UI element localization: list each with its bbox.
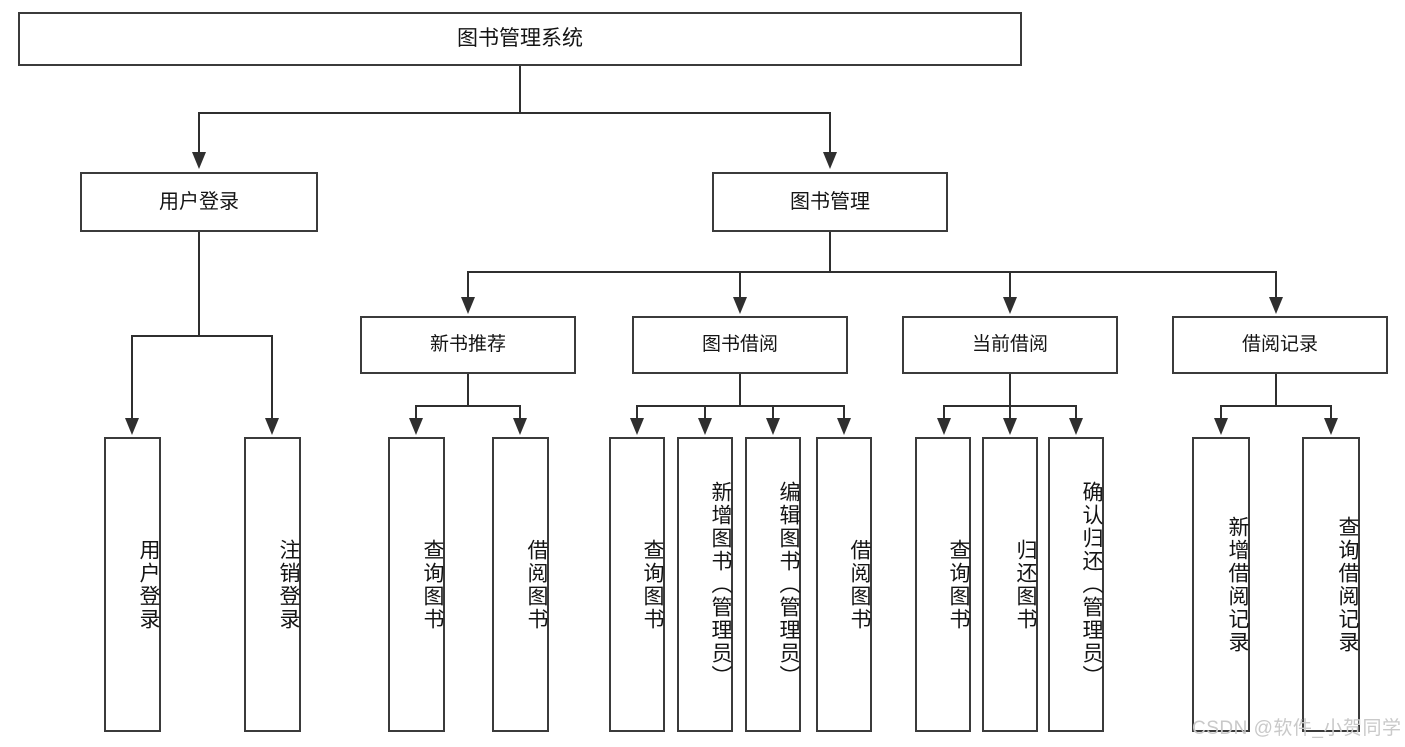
connector-new-book-leaf-2 bbox=[519, 405, 521, 420]
connector-book-mgmt-bus bbox=[468, 271, 1276, 273]
leaf-label: 查询借阅记录 bbox=[1336, 515, 1359, 654]
leaf-book-borrow-query[interactable]: 查询图书 bbox=[609, 437, 665, 732]
connector-book-mgmt-to-current bbox=[1009, 271, 1011, 299]
connector-book-borrow-leaf-4 bbox=[843, 405, 845, 420]
connector-book-mgmt-to-borrow bbox=[739, 271, 741, 299]
connector-current-borrow-leaf-3 bbox=[1075, 405, 1077, 420]
leaf-book-borrow-borrow[interactable]: 借阅图书 bbox=[816, 437, 872, 732]
leaf-user-login-login[interactable]: 用户登录 bbox=[104, 437, 161, 732]
arrowhead-book-mgmt bbox=[823, 152, 837, 169]
connector-root-stem bbox=[519, 66, 521, 112]
node-root-system[interactable]: 图书管理系统 bbox=[18, 12, 1022, 66]
connector-new-book-leaf-1 bbox=[415, 405, 417, 420]
leaf-borrow-record-query[interactable]: 查询借阅记录 bbox=[1302, 437, 1360, 732]
connector-current-borrow-leaf-2 bbox=[1009, 405, 1011, 420]
node-current-borrow[interactable]: 当前借阅 bbox=[902, 316, 1118, 374]
leaf-label: 查询图书 bbox=[421, 538, 444, 631]
arrowhead-current-borrow bbox=[1003, 297, 1017, 314]
arrowhead-borrow-record-leaf-2 bbox=[1324, 418, 1338, 435]
node-book-borrow[interactable]: 图书借阅 bbox=[632, 316, 848, 374]
connector-new-book-bus bbox=[416, 405, 520, 407]
connector-user-login-leaf-2 bbox=[271, 335, 273, 420]
arrowhead-borrow-record-leaf-1 bbox=[1214, 418, 1228, 435]
connector-book-borrow-leaf-3 bbox=[772, 405, 774, 420]
arrowhead-new-book bbox=[461, 297, 475, 314]
leaf-label: 借阅图书 bbox=[525, 538, 548, 631]
arrowhead-book-borrow-leaf-3 bbox=[766, 418, 780, 435]
connector-book-mgmt-to-new-book bbox=[467, 271, 469, 299]
leaf-label: 归还图书 bbox=[1014, 538, 1037, 631]
leaf-current-borrow-return[interactable]: 归还图书 bbox=[982, 437, 1038, 732]
leaf-current-borrow-query[interactable]: 查询图书 bbox=[915, 437, 971, 732]
leaf-new-book-query[interactable]: 查询图书 bbox=[388, 437, 445, 732]
node-borrow-record[interactable]: 借阅记录 bbox=[1172, 316, 1388, 374]
connector-user-login-stem bbox=[198, 232, 200, 335]
connector-book-borrow-leaf-2 bbox=[704, 405, 706, 420]
node-user-login[interactable]: 用户登录 bbox=[80, 172, 318, 232]
arrowhead-user-login-leaf-2 bbox=[265, 418, 279, 435]
leaf-label: 新增图书（管理员） bbox=[709, 481, 732, 688]
arrowhead-user-login-leaf-1 bbox=[125, 418, 139, 435]
arrowhead-book-borrow-leaf-4 bbox=[837, 418, 851, 435]
leaf-label: 编辑图书（管理员） bbox=[777, 481, 800, 688]
connector-borrow-record-leaf-1 bbox=[1220, 405, 1222, 420]
arrowhead-current-borrow-leaf-2 bbox=[1003, 418, 1017, 435]
arrowhead-book-borrow bbox=[733, 297, 747, 314]
connector-root-to-user-login bbox=[198, 112, 200, 154]
leaf-borrow-record-add[interactable]: 新增借阅记录 bbox=[1192, 437, 1250, 732]
connector-root-to-book-mgmt bbox=[829, 112, 831, 154]
leaf-label: 借阅图书 bbox=[848, 538, 871, 631]
arrowhead-user-login bbox=[192, 152, 206, 169]
arrowhead-new-book-leaf-1 bbox=[409, 418, 423, 435]
leaf-new-book-borrow[interactable]: 借阅图书 bbox=[492, 437, 549, 732]
node-new-book-recommend[interactable]: 新书推荐 bbox=[360, 316, 576, 374]
node-book-management[interactable]: 图书管理 bbox=[712, 172, 948, 232]
connector-book-borrow-bus bbox=[637, 405, 845, 407]
leaf-book-borrow-add-admin[interactable]: 新增图书（管理员） bbox=[677, 437, 733, 732]
leaf-label: 新增借阅记录 bbox=[1226, 515, 1249, 654]
connector-new-book-stem bbox=[467, 374, 469, 405]
leaf-user-login-logout[interactable]: 注销登录 bbox=[244, 437, 301, 732]
leaf-current-borrow-confirm-admin[interactable]: 确认归还（管理员） bbox=[1048, 437, 1104, 732]
leaf-label: 查询图书 bbox=[641, 538, 664, 631]
connector-root-bus bbox=[199, 112, 831, 114]
leaf-label: 注销登录 bbox=[277, 538, 300, 631]
connector-borrow-record-bus bbox=[1221, 405, 1331, 407]
connector-current-borrow-stem bbox=[1009, 374, 1011, 405]
connector-user-login-bus bbox=[132, 335, 272, 337]
connector-book-borrow-stem bbox=[739, 374, 741, 405]
arrowhead-current-borrow-leaf-3 bbox=[1069, 418, 1083, 435]
arrowhead-borrow-record bbox=[1269, 297, 1283, 314]
arrowhead-book-borrow-leaf-1 bbox=[630, 418, 644, 435]
arrowhead-new-book-leaf-2 bbox=[513, 418, 527, 435]
leaf-label: 查询图书 bbox=[947, 538, 970, 631]
arrowhead-current-borrow-leaf-1 bbox=[937, 418, 951, 435]
connector-book-borrow-leaf-1 bbox=[636, 405, 638, 420]
connector-current-borrow-leaf-1 bbox=[943, 405, 945, 420]
leaf-label: 用户登录 bbox=[137, 538, 160, 631]
connector-borrow-record-stem bbox=[1275, 374, 1277, 405]
connector-book-mgmt-to-record bbox=[1275, 271, 1277, 299]
connector-borrow-record-leaf-2 bbox=[1330, 405, 1332, 420]
leaf-label: 确认归还（管理员） bbox=[1080, 481, 1103, 688]
arrowhead-book-borrow-leaf-2 bbox=[698, 418, 712, 435]
connector-book-mgmt-stem bbox=[829, 232, 831, 271]
connector-user-login-leaf-1 bbox=[131, 335, 133, 420]
leaf-book-borrow-edit-admin[interactable]: 编辑图书（管理员） bbox=[745, 437, 801, 732]
